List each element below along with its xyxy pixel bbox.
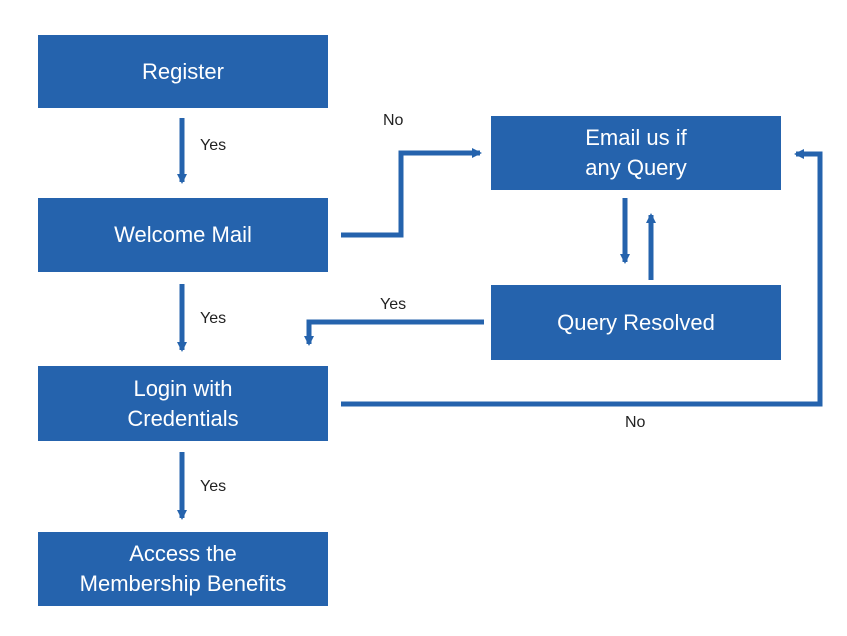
yes-label-register-welcome: Yes bbox=[200, 137, 227, 154]
register-box: Register bbox=[38, 35, 328, 108]
query-resolved-box: Query Resolved bbox=[491, 285, 781, 360]
yes-label-welcome-login: Yes bbox=[200, 310, 227, 327]
email-query-text: Email us if any Query bbox=[585, 125, 687, 180]
welcome-mail-box: Welcome Mail bbox=[38, 198, 328, 272]
email-query-box: Email us if any Query bbox=[491, 116, 781, 190]
yes-label-login-access: Yes bbox=[200, 478, 227, 495]
welcome-mail-text: Welcome Mail bbox=[114, 222, 252, 247]
register-text: Register bbox=[142, 58, 224, 84]
yes-label-resolved-login: Yes bbox=[380, 296, 407, 313]
login-credentials-box: Login with Credentials bbox=[38, 366, 328, 441]
no-label-login-email: No bbox=[625, 414, 646, 431]
login-credentials-text: Login with Credentials bbox=[127, 375, 239, 431]
arrow-login-to-email bbox=[341, 149, 823, 407]
arrow-resolved-to-login bbox=[304, 319, 484, 346]
access-benefits-text: Access the Membership Benefits bbox=[79, 541, 287, 596]
access-benefits-box: Access the Membership Benefits bbox=[38, 532, 328, 606]
arrow-welcome-to-email bbox=[341, 148, 482, 238]
query-resolved-text: Query Resolved bbox=[557, 309, 715, 335]
no-label-welcome-email: No bbox=[383, 112, 404, 129]
